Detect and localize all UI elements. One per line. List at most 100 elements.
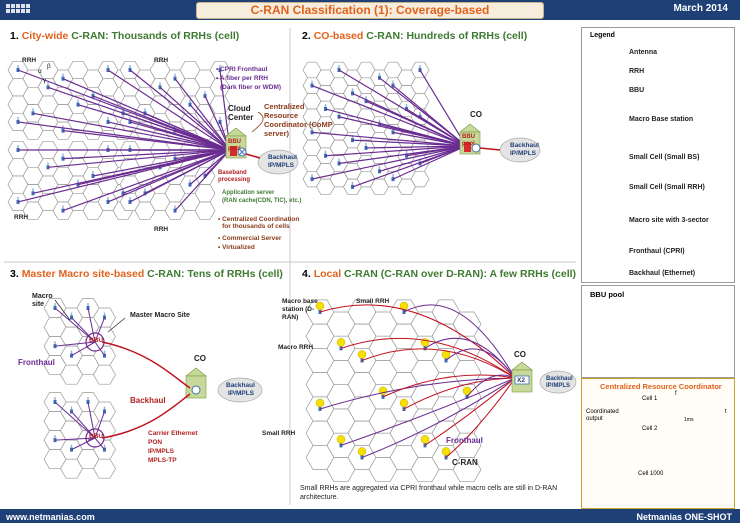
cpri-text-1: CPRI Fronthaul xyxy=(220,66,268,73)
macro-backhaul-line-top xyxy=(101,341,191,389)
fronthaul-line xyxy=(92,95,231,151)
small-rrh-left-label: Small RRH xyxy=(262,430,296,437)
fronthaul-line xyxy=(71,411,96,439)
fronthaul-line xyxy=(87,307,96,343)
fronthaul-line xyxy=(189,104,231,151)
small-rrh-icon xyxy=(336,435,346,444)
antenna-icon xyxy=(405,150,408,154)
crc-panel: Centralized Resource Coordinator Coordin… xyxy=(581,378,735,509)
legend-item-small-rrh: Small Cell (Small RRH) xyxy=(582,181,734,197)
antenna-icon xyxy=(189,179,191,183)
antenna-icon xyxy=(47,162,49,166)
fronthaul-label-3: Fronthaul xyxy=(18,358,55,367)
legend-panel: Legend Antenna RRH BBU Macro Base statio… xyxy=(581,27,735,283)
fronthaul-line xyxy=(94,317,105,343)
antenna-icon xyxy=(378,119,381,123)
ipmpls-label-4: IP/MPLS xyxy=(546,383,571,389)
co-label-3: CO xyxy=(194,354,206,363)
backhaul-label-2: Backhaul xyxy=(510,142,539,149)
co-building xyxy=(459,123,481,155)
bbu-pool-label-1: BBU pool xyxy=(228,139,241,152)
legend-bbu-text: BBU xyxy=(629,87,645,94)
fronthaul-line xyxy=(87,437,96,441)
section1-title: 1. City-wide C-RAN: Thousands of RRHs (c… xyxy=(10,30,239,42)
legend-item-macro-bs: Macro Base station xyxy=(582,113,734,129)
fronthaul-line xyxy=(62,149,231,160)
cloud-center-label: Cloud Center xyxy=(228,104,254,122)
small-rrh-top-label: Small RRH xyxy=(356,298,390,305)
macro-hex-cell xyxy=(93,458,116,479)
section3-highlight: Master Macro site-based xyxy=(21,268,145,280)
legend-small-bs-text: Small Cell (Small BS) xyxy=(629,154,700,161)
local-link xyxy=(340,337,516,379)
antenna-icon xyxy=(122,188,124,192)
section4-num: 4. xyxy=(302,268,311,280)
bottom-bar: www.netmanias.com Netmanias ONE-SHOT xyxy=(0,509,740,523)
ms-label: 1ms xyxy=(684,417,694,423)
backhaul-label-1: Backhaul xyxy=(268,154,297,161)
co-fronthaul-lines xyxy=(311,69,467,188)
co-backhaul-line xyxy=(479,147,501,151)
antenna-icon xyxy=(129,65,131,68)
bullet-2: • Commercial Server xyxy=(218,235,282,242)
fronthaul-line xyxy=(406,145,467,157)
footer-website[interactable]: www.netmanias.com xyxy=(6,512,95,522)
local-link xyxy=(319,377,516,410)
x2-label: X2 xyxy=(517,377,525,384)
co-label-2: CO xyxy=(470,110,482,119)
backhaul-cloud-icon xyxy=(257,149,299,175)
city-fronthaul-lines xyxy=(17,69,231,212)
section1-num: 1. xyxy=(10,30,19,42)
antenna-icon xyxy=(87,397,89,400)
legend-item-macro-3sector: Macro site with 3-sector xyxy=(582,214,734,230)
antenna-icon xyxy=(107,196,109,200)
antenna-icon xyxy=(405,103,408,107)
antenna-icon xyxy=(92,170,94,174)
city-hex-cell xyxy=(194,201,216,220)
antenna-icon xyxy=(103,406,106,410)
antenna-icon xyxy=(129,116,131,120)
antenna-icon xyxy=(17,145,19,148)
date-label: March 2014 xyxy=(673,3,728,14)
antenna-icon xyxy=(324,150,327,154)
ipmpls-label-1: IP/MPLS xyxy=(268,162,295,169)
fronthaul-line xyxy=(122,149,231,194)
fronthaul-line xyxy=(174,78,231,151)
local-backhaul-cloud-icon xyxy=(539,370,577,394)
fronthaul-line xyxy=(129,121,231,151)
antenna-icon xyxy=(32,188,34,192)
fronthaul-line xyxy=(392,131,467,147)
antenna-icon xyxy=(17,65,19,68)
antenna-icon xyxy=(62,73,64,77)
ipmpls-label-2: IP/MPLS xyxy=(510,150,537,157)
antenna-icon xyxy=(311,127,313,131)
antenna-icon xyxy=(107,145,109,148)
bbu-pool-label-2: BBU pool xyxy=(462,134,475,147)
small-rrh-icon xyxy=(441,447,451,456)
cloud-center-building xyxy=(225,127,247,159)
local-link xyxy=(361,377,516,458)
legend-macro-bs-text: Macro Base station xyxy=(629,116,694,123)
bullet-1: • Centralized Coordination for thousands… xyxy=(218,216,306,230)
fronthaul-line xyxy=(144,112,231,151)
beta-label: β xyxy=(47,63,51,70)
antenna-icon xyxy=(54,341,56,345)
small-rrh-icon xyxy=(399,398,409,408)
fronthaul-line xyxy=(107,69,231,151)
antenna-icon xyxy=(54,397,56,400)
top-bar: C-RAN Classification (1): Coverage-based… xyxy=(0,0,740,20)
antenna-icon xyxy=(219,65,221,68)
small-rrh-icon xyxy=(336,338,346,347)
antenna-icon xyxy=(419,111,421,115)
fronthaul-line xyxy=(311,145,467,180)
cpri-text-3: (Dark fiber or WDM) xyxy=(220,84,282,91)
local-link xyxy=(340,377,516,446)
co-hex-cell xyxy=(410,170,430,188)
antenna-icon xyxy=(70,444,73,448)
bullet-1-text: Centralized Coordination for thousands o… xyxy=(222,216,300,230)
brand-logo-icon xyxy=(6,4,30,13)
legend-title: Legend xyxy=(590,32,615,39)
antenna-icon xyxy=(17,116,19,120)
fronthaul-line xyxy=(311,85,467,147)
antenna-icon xyxy=(129,145,131,148)
